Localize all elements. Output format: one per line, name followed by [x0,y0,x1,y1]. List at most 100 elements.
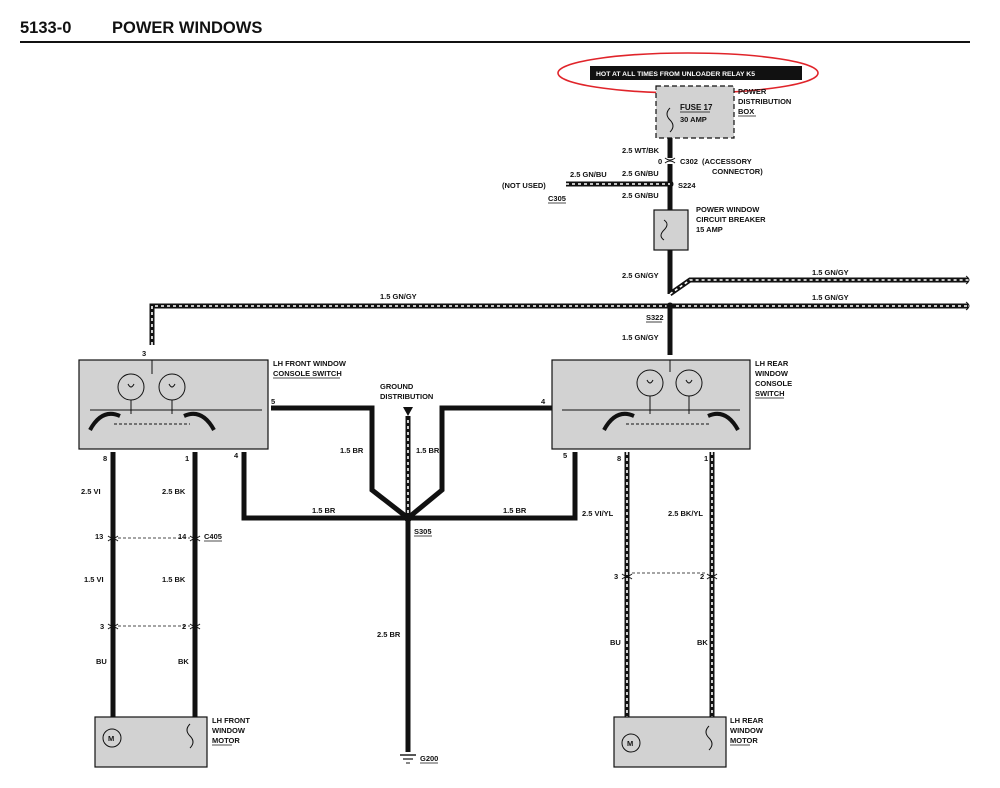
rear-motor-box [613,716,727,768]
circuit-breaker-box [653,209,689,251]
wire-label-cb-out: 2.5 GN/GY [622,271,659,280]
front-switch-pin-8: 8 [103,454,107,463]
wire-label-front-vi-upper: 2.5 VI [81,487,101,496]
wire-label-rear-bk-low: BK [697,638,708,647]
rear-motor-label-2: WINDOW [730,726,764,735]
wire-label-rear-vi-low: BU [610,638,621,647]
rear-motor-label-3: MOTOR [730,736,758,745]
wire-label-right-a: 1.5 GN/GY [812,268,849,277]
front-switch-box [78,359,269,450]
front-pin-14: 14 [178,532,187,541]
front-motor-breaker-icon [186,723,194,749]
wire-front-pin5 [271,405,410,520]
annotation-banner [590,66,802,80]
rear-switch-label-4: SWITCH [755,389,785,398]
rear-motor-symbol: M [627,739,633,748]
c405-label: C405 [204,532,222,541]
wire-to-front-switch [149,303,670,345]
front-switch-rocker-left-icon [88,411,121,432]
front-pin-13: 13 [95,532,103,541]
c305-label: C305 [548,194,566,203]
rear-motor-breaker-icon [705,725,713,751]
breaker-symbol-icon [660,219,668,241]
pdb-label-1: POWER [738,87,767,96]
s322-label: S322 [646,313,664,322]
c302-label: C302 [680,157,698,166]
rear-bk-connector-2 [706,573,718,580]
front-vi-connector-13 [107,535,119,542]
front-motor-symbol: M [108,734,114,743]
rear-motor-label-1: LH REAR [730,716,764,725]
wire-label-front-bk-low: BK [178,657,189,666]
annotation-text: HOT AT ALL TIMES FROM UNLOADER RELAY K5 [596,71,755,78]
ground-dist-label-1: GROUND [380,382,414,391]
wire-label-front-vi-low: BU [96,657,107,666]
wire-label-front-pin4: 1.5 BR [312,506,336,515]
rear-switch-pin-8: 8 [617,454,621,463]
wire-rear-pin5 [408,452,578,521]
diagram-title: POWER WINDOWS [112,19,262,37]
wire-label-ground: 2.5 BR [377,630,401,639]
wire-label-to-rear-switch: 1.5 GN/GY [622,333,659,342]
rear-pin-2: 2 [700,572,704,581]
wire-front-pin4 [241,452,408,521]
cb-rating: 15 AMP [696,225,723,234]
rear-switch-pin-4: 4 [541,397,546,406]
pdb-label-2: DISTRIBUTION [738,97,791,106]
front-switch-label-1: LH FRONT WINDOW [273,359,347,368]
wire-label-rear-pin5: 1.5 BR [503,506,527,515]
wire-label-front-pin5: 1.5 BR [340,446,364,455]
c302-desc-1: (ACCESSORY [702,157,752,166]
wire-label-rear-vi-upper: 2.5 VI/YL [582,509,614,518]
wire-label-right-b: 1.5 GN/GY [812,293,849,302]
rear-switch-label-1: LH REAR [755,359,789,368]
wire-label-rear-bk-upper: 2.5 BK/YL [668,509,703,518]
wire-label-front-bk-upper: 2.5 BK [162,487,186,496]
ground-dist-label-2: DISTRIBUTION [380,392,433,401]
s305-label: S305 [414,527,432,536]
s224-label: S224 [678,181,696,190]
rear-switch-label-3: CONSOLE [755,379,792,388]
rear-motor-icon [621,733,641,753]
front-vi-connector-3 [107,623,119,630]
cb-label-1: POWER WINDOW [696,205,760,214]
front-motor-label-3: MOTOR [212,736,240,745]
fuse-label: FUSE 17 [680,103,713,112]
pdb-label-3: BOX [738,107,754,116]
wire-label-to-front-switch: 1.5 GN/GY [380,292,417,301]
wire-rear-pin4 [406,405,552,520]
front-pin-2: 2 [182,622,186,631]
wire-right-a [668,277,968,297]
wire-label-s224-left: 2.5 GN/BU [570,170,607,179]
diagram-code: 5133-0 [20,19,71,37]
front-bk-connector-14 [189,535,201,542]
not-used-label: (NOT USED) [502,181,546,190]
rear-vi-connector-3 [621,573,633,580]
wire-label-s224-in: 2.5 GN/BU [622,169,659,178]
front-bk-connector-2 [189,623,201,630]
front-motor-icon [102,728,122,748]
front-switch-pin-5: 5 [271,397,275,406]
ground-label: G200 [420,754,438,763]
wire-label-rear-pin4: 1.5 BR [416,446,440,455]
rear-switch-pin-5: 5 [563,451,567,460]
rear-switch-box [551,359,751,450]
c302-desc-2: CONNECTOR) [712,167,763,176]
front-switch-pin-1: 1 [185,454,189,463]
c302-pin: 0 [658,157,662,166]
rear-pin-3: 3 [614,572,618,581]
front-switch-pin-top: 3 [142,349,146,358]
front-motor-label-2: WINDOW [212,726,246,735]
front-motor-label-1: LH FRONT [212,716,250,725]
front-pin-3: 3 [100,622,104,631]
front-switch-label-2: CONSOLE SWITCH [273,369,342,378]
rear-switch-label-2: WINDOW [755,369,789,378]
fuse-rating: 30 AMP [680,115,707,124]
cb-label-2: CIRCUIT BREAKER [696,215,766,224]
ground-distribution-arrow-icon [403,407,413,416]
wire-label-fuse-out: 2.5 WT/BK [622,146,660,155]
front-switch-rocker-right-icon [183,411,216,432]
rear-switch-rocker-right-icon [707,411,740,432]
